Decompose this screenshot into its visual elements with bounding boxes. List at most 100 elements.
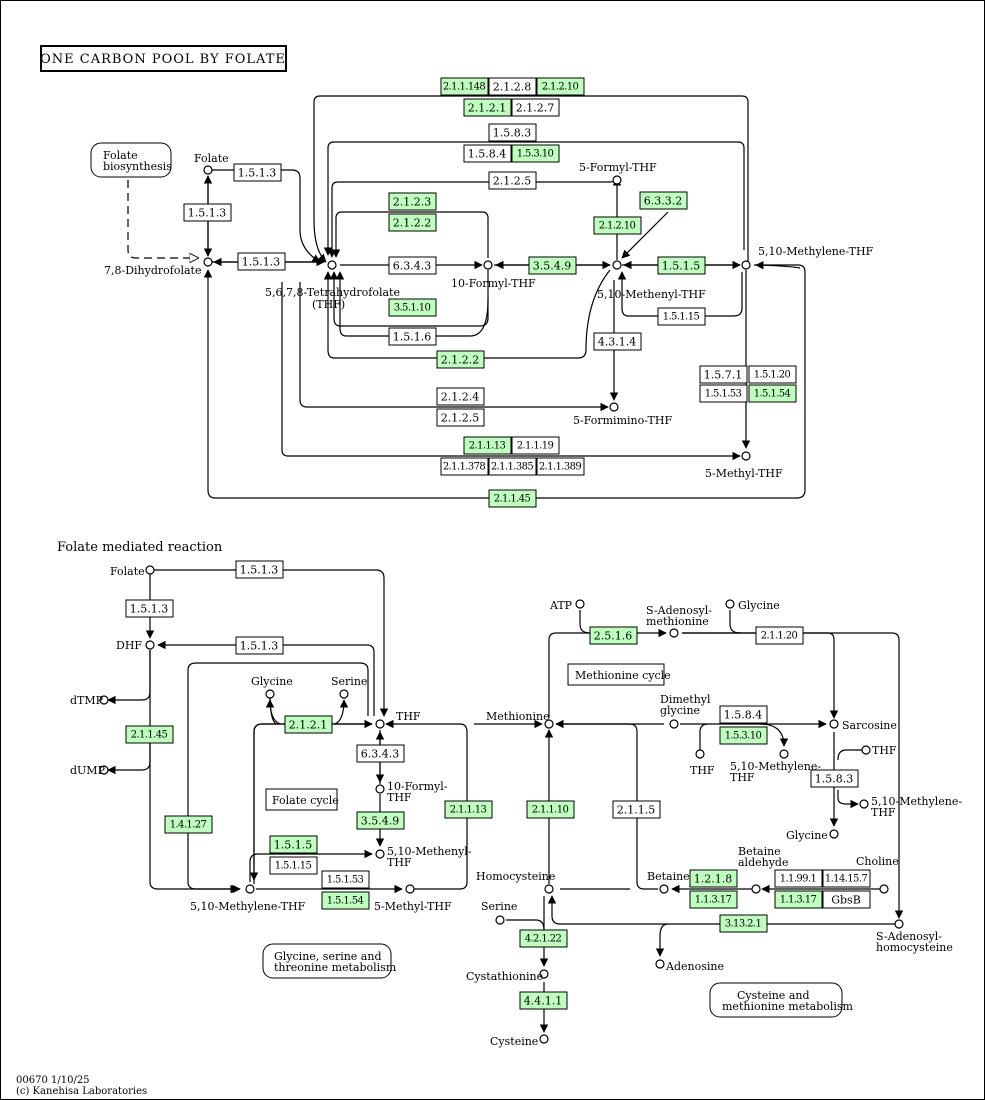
map-folate-biosynthesis[interactable]: Folate biosynthesis [90,142,172,178]
enzyme-box[interactable]: 3.13.2.1 [719,914,768,933]
compound-glycine-r[interactable] [725,599,735,609]
compound-dihydrofolate[interactable] [203,257,213,267]
compound-methylene-thf-b[interactable] [245,884,255,894]
compound-10-formyl-thf-b[interactable] [375,784,385,794]
enzyme-box[interactable]: 6.3.3.2 [639,191,688,210]
enzyme-box[interactable]: 2.1.1.10 [526,800,575,819]
compound-methylene-thf-r[interactable] [779,749,789,759]
compound-folate-b[interactable] [145,565,155,575]
enzyme-box[interactable]: 2.1.1.13 [463,436,512,455]
enzyme-box[interactable]: 2.1.1.148 [440,77,489,96]
compound-cysteine[interactable] [539,1034,549,1044]
enzyme-box[interactable]: 4.4.1.1 [519,991,568,1010]
compound-glycine-r2[interactable] [829,829,839,839]
enzyme-box[interactable]: 1.5.1.3 [237,252,286,271]
compound-dump[interactable] [99,765,109,775]
compound-thf[interactable] [327,260,337,270]
compound-cystathionine[interactable] [539,969,549,979]
enzyme-box[interactable]: 1.1.3.17 [774,890,823,909]
compound-5-formyl-thf[interactable] [612,175,622,185]
enzyme-box[interactable]: 1.5.1.3 [235,636,284,655]
compound-thf-r2[interactable] [861,745,871,755]
enzyme-box[interactable]: 1.5.1.3 [233,163,282,182]
compound-methylene-thf-r2[interactable] [859,799,869,809]
enzyme-box[interactable]: 1.5.1.15 [269,856,318,875]
compound-thf-r[interactable] [695,749,705,759]
map-glycine-serine-threonine[interactable]: Glycine, serine and threonine metabolism [262,943,397,979]
compound-sam[interactable] [669,628,679,638]
enzyme-box[interactable]: 1.5.8.4 [719,705,768,724]
map-methionine-cycle[interactable]: Methionine cycle [567,663,671,686]
enzyme-box[interactable]: 1.14.15.7 [822,869,871,888]
compound-serine-b[interactable] [495,915,505,925]
enzyme-box[interactable]: 2.1.2.1 [463,98,512,117]
enzyme-box[interactable]: 2.1.2.3 [388,192,437,211]
enzyme-box[interactable]: 2.1.1.13 [444,800,493,819]
enzyme-box[interactable]: 1.5.1.20 [748,365,797,384]
compound-methyl-thf[interactable] [741,451,751,461]
enzyme-box[interactable]: 2.1.1.20 [755,626,804,645]
enzyme-box[interactable]: 4.3.1.4 [593,332,642,351]
enzyme-box[interactable]: 1.1.3.17 [689,890,738,909]
enzyme-box[interactable]: 1.4.1.27 [164,815,213,834]
enzyme-box[interactable]: 1.5.8.4 [463,144,512,163]
enzyme-box[interactable]: 4.2.1.22 [519,929,568,948]
enzyme-box[interactable]: 1.5.7.1 [699,365,748,384]
enzyme-box[interactable]: 3.5.1.10 [388,298,437,317]
map-cysteine-methionine[interactable]: Cysteine and methionine metabolism [709,982,854,1018]
compound-methenyl-thf-b[interactable] [375,849,385,859]
compound-dtmp[interactable] [99,695,109,705]
enzyme-box[interactable]: 1.5.1.54 [748,384,797,403]
enzyme-box[interactable]: 6.3.4.3 [388,256,437,275]
compound-sarcosine[interactable] [829,719,839,729]
enzyme-box[interactable]: 1.5.8.3 [810,769,859,788]
enzyme-box[interactable]: GbsB [822,890,871,909]
enzyme-box[interactable]: 1.5.1.5 [269,835,318,854]
enzyme-box[interactable]: 2.1.1.5 [612,800,661,819]
enzyme-box[interactable]: 1.5.1.5 [657,256,706,275]
enzyme-box[interactable]: 2.1.2.10 [536,77,585,96]
enzyme-box[interactable]: 2.1.1.378 [440,457,489,476]
enzyme-box[interactable]: 3.5.4.9 [356,811,405,830]
enzyme-box[interactable]: 2.1.2.5 [436,408,485,427]
compound-serine[interactable] [339,689,349,699]
enzyme-box[interactable]: 2.1.1.45 [125,725,174,744]
enzyme-box[interactable]: 2.1.2.5 [488,171,537,190]
compound-homocysteine[interactable] [544,884,554,894]
enzyme-box[interactable]: 1.5.1.53 [321,870,370,889]
map-folate-cycle[interactable]: Folate cycle [265,788,339,811]
enzyme-box[interactable]: 1.5.1.6 [388,327,437,346]
compound-betaine[interactable] [659,884,669,894]
compound-methylene-thf[interactable] [741,260,751,270]
enzyme-box[interactable]: 1.5.3.10 [719,726,768,745]
enzyme-box[interactable]: 2.1.2.10 [593,216,642,235]
enzyme-box[interactable]: 2.1.1.385 [488,457,537,476]
enzyme-box[interactable]: 2.1.1.45 [488,489,537,508]
enzyme-box[interactable]: 1.5.1.54 [321,891,370,910]
enzyme-box[interactable]: 1.5.1.3 [183,203,232,222]
enzyme-box[interactable]: 6.3.4.3 [356,744,405,763]
compound-thf-b[interactable] [375,719,385,729]
enzyme-box[interactable]: 1.5.8.3 [488,123,537,142]
enzyme-box[interactable]: 2.1.2.4 [436,387,485,406]
compound-betaine-aldehyde[interactable] [751,884,761,894]
enzyme-box[interactable]: 1.5.3.10 [511,144,560,163]
compound-atp[interactable] [575,599,585,609]
enzyme-box[interactable]: 2.1.2.1 [284,715,333,734]
compound-folate[interactable] [203,165,213,175]
enzyme-box[interactable]: 1.5.1.15 [657,307,706,326]
compound-choline[interactable] [879,884,889,894]
enzyme-box[interactable]: 2.5.1.6 [589,626,638,645]
enzyme-box[interactable]: 1.5.1.53 [699,384,748,403]
compound-methionine[interactable] [544,719,554,729]
enzyme-box[interactable]: 2.1.2.7 [511,98,560,117]
enzyme-box[interactable]: 3.5.4.9 [528,256,577,275]
compound-methyl-thf-b[interactable] [405,884,415,894]
compound-dimethylglycine[interactable] [669,719,679,729]
enzyme-box[interactable]: 2.1.1.389 [536,457,585,476]
enzyme-box[interactable]: 2.1.2.8 [488,77,537,96]
enzyme-box[interactable]: 1.5.1.3 [235,560,284,579]
compound-methenyl-thf[interactable] [612,260,622,270]
compound-10-formyl-thf[interactable] [483,260,493,270]
enzyme-box[interactable]: 2.1.1.19 [511,436,560,455]
